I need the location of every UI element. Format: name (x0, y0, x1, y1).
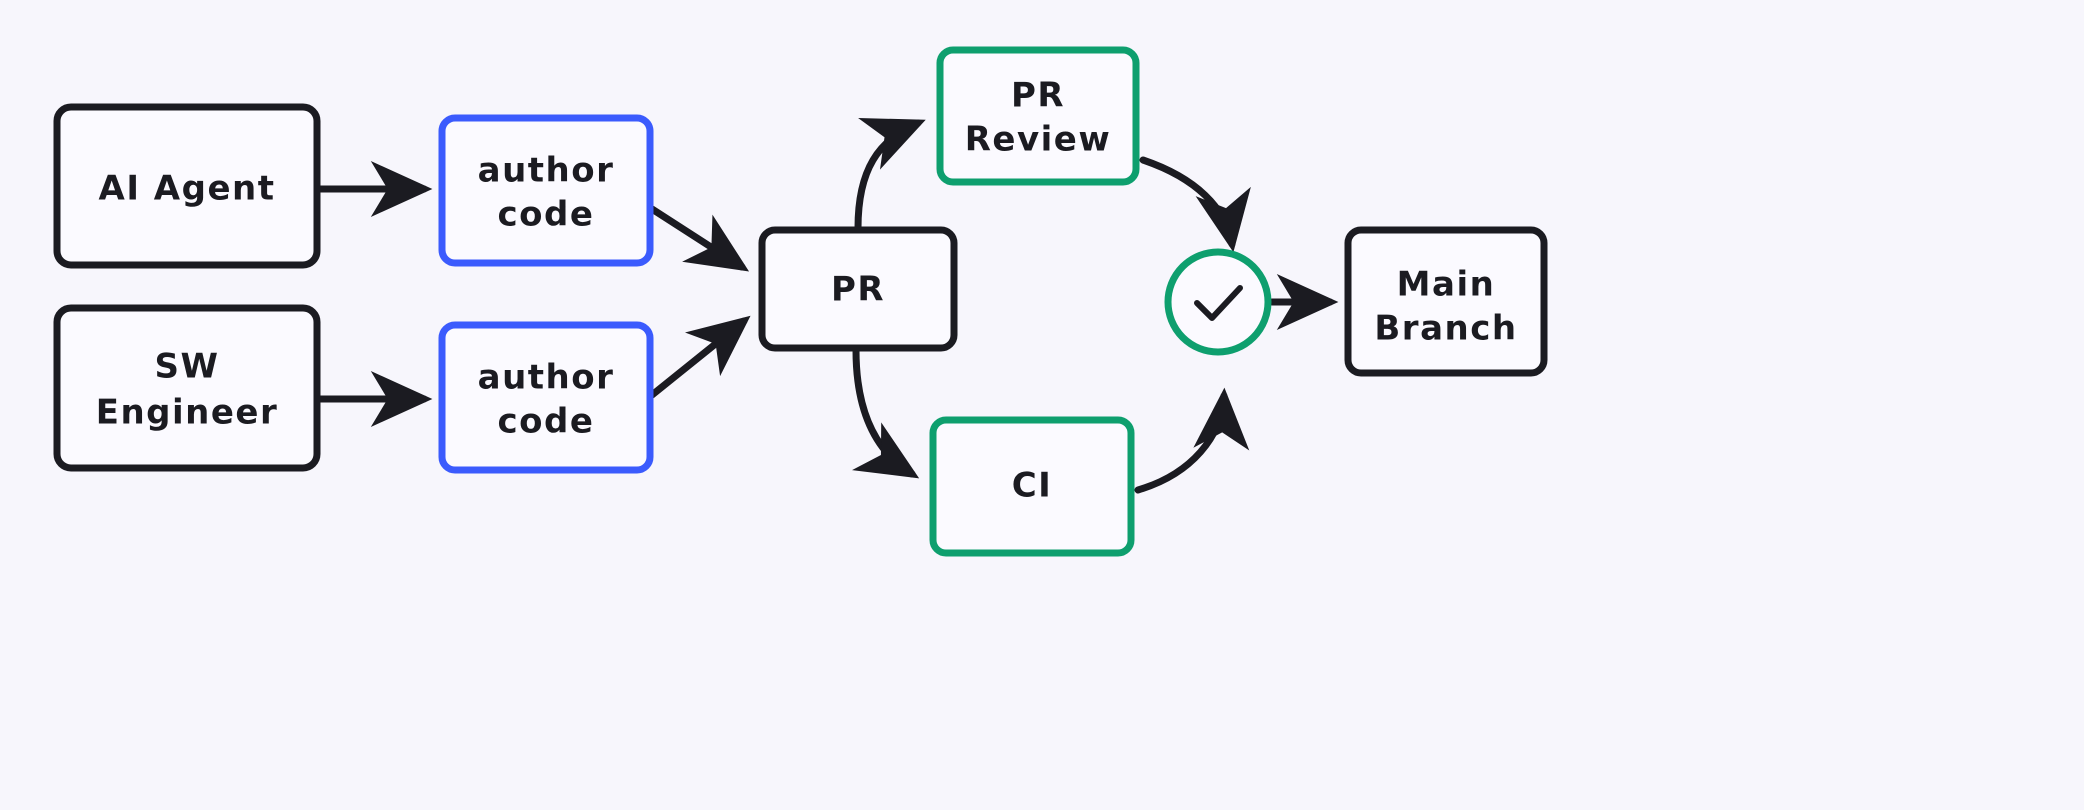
edge-pr-review-to-check (1139, 156, 1251, 253)
node-main-branch-shape (1344, 226, 1548, 377)
nodes-layer: AI Agent SW Engineer author code author … (53, 46, 1548, 557)
node-ci[interactable]: CI (929, 416, 1135, 557)
node-check[interactable] (1164, 248, 1272, 356)
node-ai-agent-shape (53, 103, 321, 269)
node-sw-engineer[interactable]: SW Engineer (53, 304, 321, 472)
node-sw-engineer-label-line1: SW (155, 347, 220, 387)
node-author-code-top-label-line2: code (498, 195, 595, 235)
edge-ci-to-check (1134, 387, 1250, 494)
node-pr[interactable]: PR (758, 226, 958, 352)
node-author-code-bottom-label-line2: code (498, 402, 595, 442)
edges-layer (314, 118, 1339, 494)
node-check-shape (1164, 248, 1272, 356)
node-pr-review-label-line2: Review (965, 120, 1112, 160)
node-author-code-bottom-shape (438, 321, 654, 474)
node-main-branch[interactable]: Main Branch (1344, 226, 1548, 377)
node-author-code-bottom[interactable]: author code (438, 321, 654, 474)
node-author-code-top-label-line1: author (478, 151, 615, 191)
node-ai-agent[interactable]: AI Agent (53, 103, 321, 269)
node-sw-engineer-shape (53, 304, 321, 472)
node-pr-review[interactable]: PR Review (936, 46, 1140, 186)
node-pr-review-label-line1: PR (1011, 76, 1065, 116)
node-pr-shape (758, 226, 958, 352)
edge-author-code-bottom-to-pr (648, 315, 751, 399)
node-ci-label: CI (1012, 466, 1053, 506)
node-main-branch-label-line2: Branch (1374, 309, 1517, 349)
node-pr-review-shape (936, 46, 1140, 186)
node-ci-shape (929, 416, 1135, 557)
node-author-code-bottom-label-line1: author (478, 358, 615, 398)
node-author-code-top[interactable]: author code (438, 114, 654, 267)
node-pr-label: PR (831, 270, 885, 310)
edge-author-code-top-to-pr (648, 205, 750, 272)
edge-pr-to-pr-review (854, 118, 926, 232)
node-ai-agent-label: AI Agent (99, 169, 276, 209)
node-sw-engineer-label-line2: Engineer (96, 393, 279, 433)
check-icon (1194, 285, 1243, 321)
node-author-code-top-shape (438, 114, 654, 267)
edge-pr-to-ci (852, 346, 920, 479)
node-main-branch-label-line1: Main (1397, 265, 1496, 305)
